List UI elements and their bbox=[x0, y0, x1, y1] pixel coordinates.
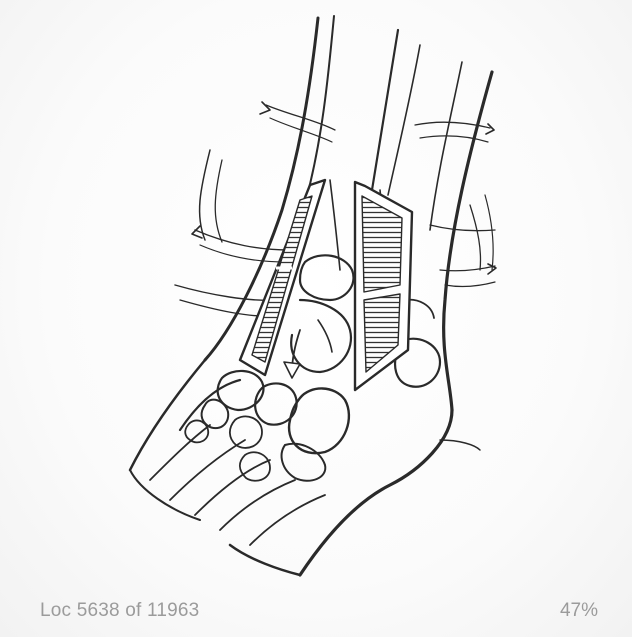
right-brace-plate bbox=[355, 182, 412, 390]
ankle-brace-illustration bbox=[0, 0, 632, 590]
reading-progress-percent: 47% bbox=[560, 600, 598, 622]
location-indicator[interactable]: Loc 5638 of 11963 bbox=[40, 600, 199, 622]
reader-footer: Loc 5638 of 11963 47% bbox=[0, 591, 632, 637]
